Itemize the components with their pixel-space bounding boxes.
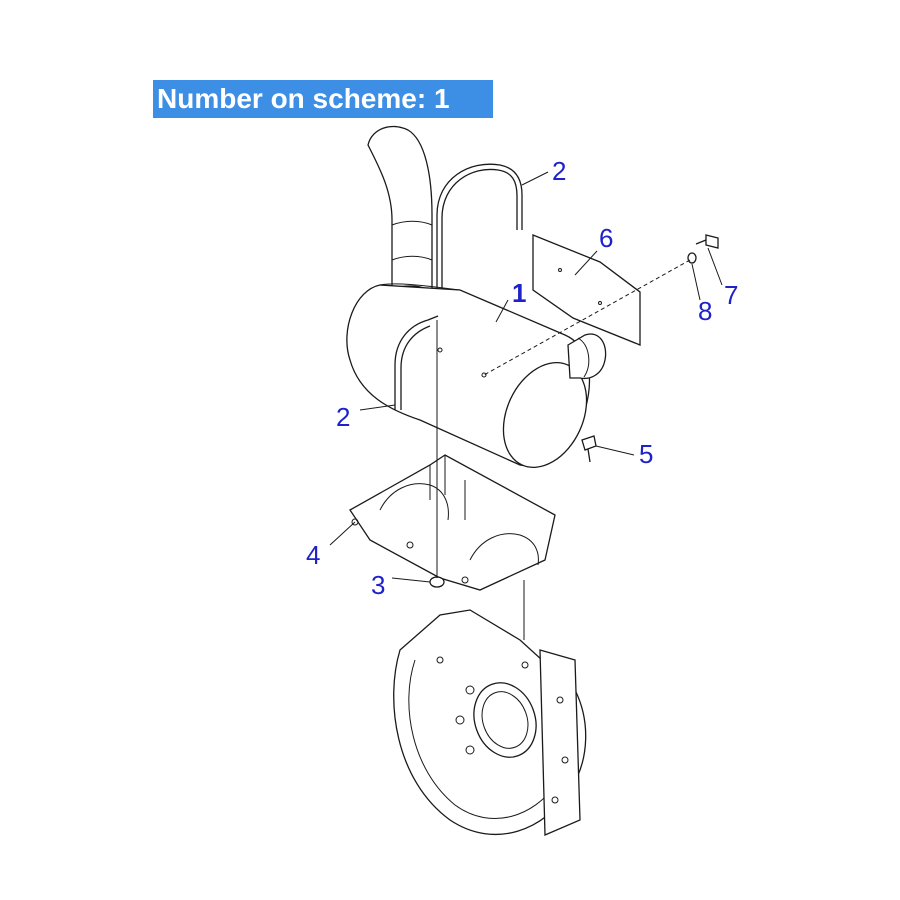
callout-5: 5 xyxy=(639,439,653,469)
nut-3 xyxy=(429,576,445,588)
callout-3: 3 xyxy=(371,570,385,600)
callout-2-lower: 2 xyxy=(336,402,350,432)
callout-2-upper: 2 xyxy=(552,156,566,186)
muffler-outlet xyxy=(567,333,607,380)
callout-6: 6 xyxy=(599,223,613,253)
bracket xyxy=(349,454,556,591)
callout-8: 8 xyxy=(698,296,712,326)
exhaust-pipe xyxy=(367,125,433,305)
u-bolt-lower xyxy=(394,315,439,410)
flywheel-housing xyxy=(393,609,587,836)
callout-4: 4 xyxy=(306,540,320,570)
heat-shield-plate xyxy=(532,234,641,346)
washer-8 xyxy=(687,252,697,264)
scheme-number-banner: Number on scheme: 1 xyxy=(153,80,493,118)
u-bolt-upper xyxy=(436,163,523,290)
bolt-5 xyxy=(581,435,597,463)
bolt-7 xyxy=(695,234,719,249)
muffler-body xyxy=(346,283,591,469)
bolt-axis-line xyxy=(483,259,691,376)
leader-lines xyxy=(329,171,723,583)
callout-1: 1 xyxy=(512,278,526,308)
callout-7: 7 xyxy=(724,280,738,310)
